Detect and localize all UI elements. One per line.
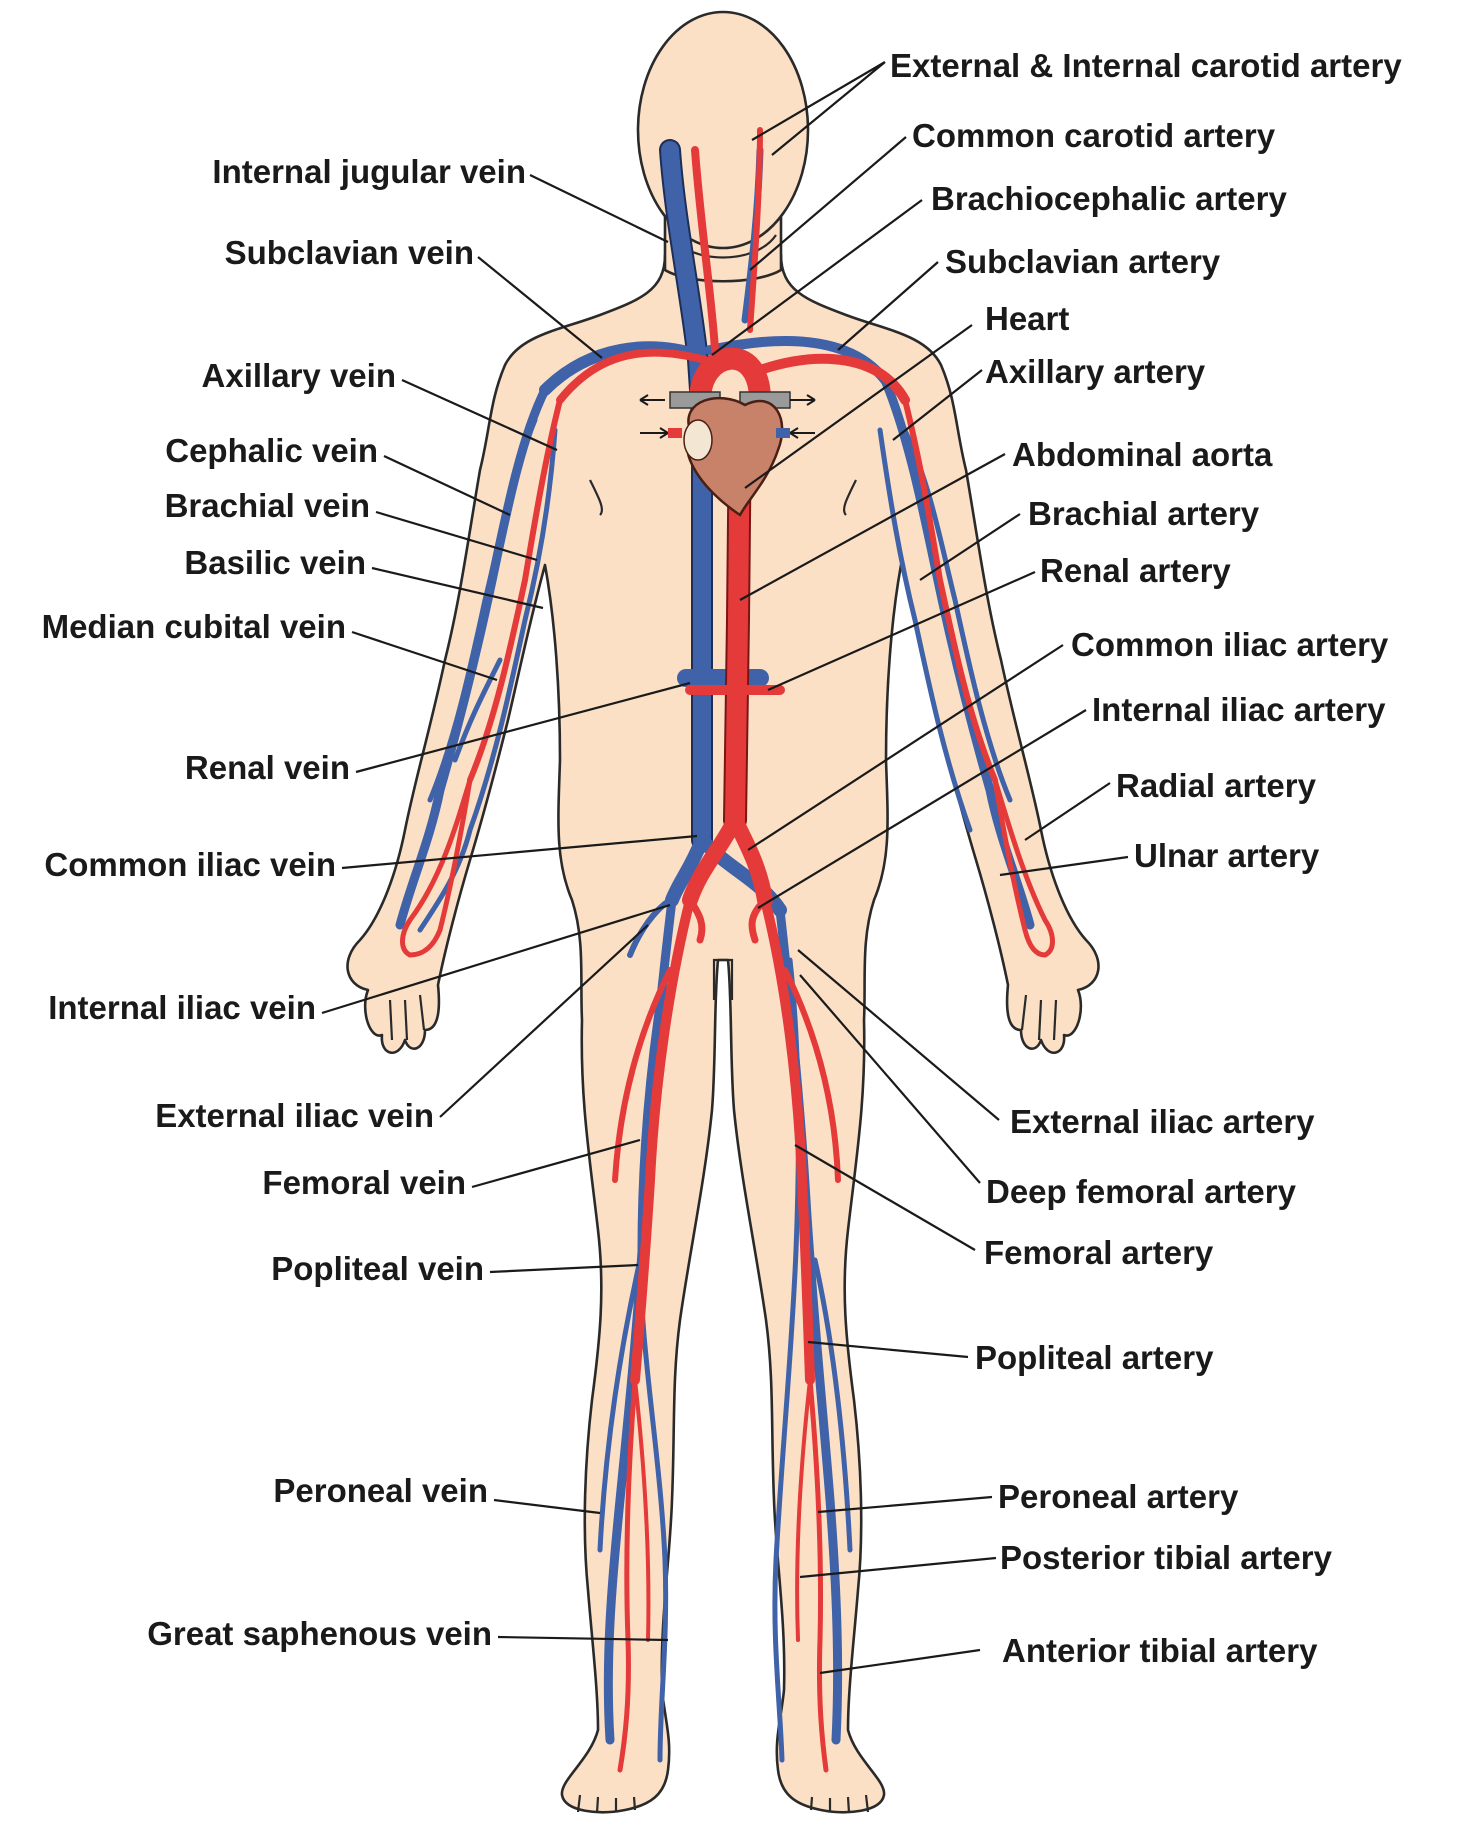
label-renal-vein: Renal vein — [185, 749, 350, 786]
label-popliteal-vein: Popliteal vein — [271, 1250, 484, 1287]
label-cephalic-vein: Cephalic vein — [165, 432, 378, 469]
label-great-saphenous-vein: Great saphenous vein — [147, 1615, 492, 1652]
label-brachial-vein: Brachial vein — [165, 487, 370, 524]
label-subclavian-vein: Subclavian vein — [225, 234, 474, 271]
pulmonary-vein-right — [776, 428, 790, 438]
label-deep-femoral-artery: Deep femoral artery — [986, 1173, 1297, 1210]
pulmonary-vein-left — [668, 428, 682, 438]
label-brachiocephalic-artery: Brachiocephalic artery — [931, 180, 1287, 217]
label-common-iliac-artery: Common iliac artery — [1071, 626, 1389, 663]
heart-atrium — [684, 420, 712, 460]
label-anterior-tibial-artery: Anterior tibial artery — [1002, 1632, 1318, 1669]
label-abdominal-aorta: Abdominal aorta — [1012, 436, 1273, 473]
label-popliteal-artery: Popliteal artery — [975, 1339, 1214, 1376]
label-peroneal-artery: Peroneal artery — [998, 1478, 1239, 1515]
label-femoral-vein: Femoral vein — [262, 1164, 466, 1201]
label-external-iliac-vein: External iliac vein — [155, 1097, 434, 1134]
label-subclavian-artery: Subclavian artery — [945, 243, 1221, 280]
label-femoral-artery: Femoral artery — [984, 1234, 1214, 1271]
label-ext-int-carotid-artery: External & Internal carotid artery — [890, 47, 1402, 84]
label-peroneal-vein: Peroneal vein — [273, 1472, 488, 1509]
label-internal-iliac-artery: Internal iliac artery — [1092, 691, 1386, 728]
label-internal-iliac-vein: Internal iliac vein — [48, 989, 316, 1026]
body-figure — [348, 12, 1099, 1813]
label-posterior-tibial-artery: Posterior tibial artery — [1000, 1539, 1333, 1576]
label-renal-artery: Renal artery — [1040, 552, 1231, 589]
label-common-carotid-artery: Common carotid artery — [912, 117, 1276, 154]
label-basilic-vein: Basilic vein — [184, 544, 366, 581]
label-common-iliac-vein: Common iliac vein — [44, 846, 336, 883]
label-axillary-vein: Axillary vein — [202, 357, 396, 394]
label-external-iliac-artery: External iliac artery — [1010, 1103, 1315, 1140]
label-heart: Heart — [985, 300, 1069, 337]
label-median-cubital-vein: Median cubital vein — [42, 608, 346, 645]
head — [638, 12, 808, 248]
label-brachial-artery: Brachial artery — [1028, 495, 1260, 532]
label-internal-jugular-vein: Internal jugular vein — [212, 153, 526, 190]
label-radial-artery: Radial artery — [1116, 767, 1317, 804]
label-axillary-artery: Axillary artery — [985, 353, 1206, 390]
label-ulnar-artery: Ulnar artery — [1134, 837, 1320, 874]
